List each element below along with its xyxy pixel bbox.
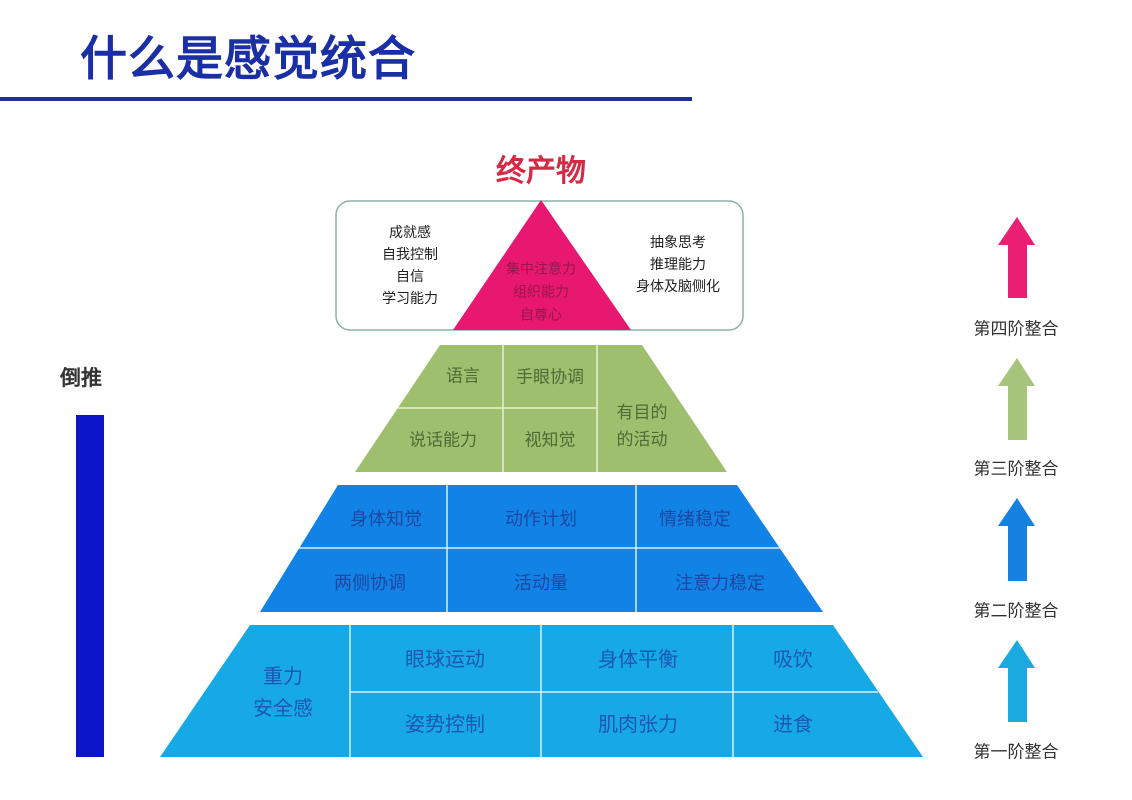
stage-label-four: 第四阶整合 (973, 319, 1059, 340)
list-item: 集中注意力 (506, 261, 576, 278)
final-product-triangle-list: 集中注意力 组织能力 自尊心 (506, 259, 576, 328)
cell-line: 安全感 (253, 696, 313, 720)
list-item: 自我控制 (382, 247, 438, 263)
cell-bilateral-coordination: 两侧协调 (334, 573, 406, 594)
cell-attention-stability: 注意力稳定 (675, 573, 765, 594)
final-product-right-list: 抽象思考 推理能力 身体及脑侧化 (636, 232, 720, 298)
cell-line: 有目的 (616, 403, 668, 423)
list-item: 推理能力 (650, 257, 706, 273)
cell-motor-planning: 动作计划 (505, 509, 577, 530)
list-item: 学习能力 (382, 291, 438, 307)
cell-sucking: 吸饮 (773, 647, 813, 671)
list-item: 自信 (396, 269, 424, 285)
reverse-bar (76, 415, 104, 757)
stage-label-one: 第一阶整合 (973, 742, 1059, 763)
cell-speaking: 说话能力 (409, 430, 477, 451)
reverse-label: 倒推 (60, 366, 102, 390)
cell-hand-eye: 手眼协调 (516, 367, 584, 388)
stage-label-two: 第二阶整合 (973, 601, 1059, 622)
list-item: 组织能力 (513, 284, 569, 301)
cell-gravity-security: 重力 安全感 (253, 660, 313, 724)
cell-muscle-tone: 肌肉张力 (598, 712, 678, 736)
cell-line: 重力 (263, 664, 303, 688)
list-item: 成就感 (389, 225, 431, 241)
cell-purposeful-activity: 有目的 的活动 (617, 400, 668, 454)
cell-eating: 进食 (773, 712, 813, 736)
cell-visual: 视知觉 (524, 430, 576, 451)
arrow-up-icon-stage-two (998, 498, 1035, 581)
list-item: 身体及脑侧化 (636, 279, 720, 295)
title-underline (0, 97, 692, 101)
arrow-up-icon-stage-three (998, 358, 1035, 440)
final-product-left-list: 成就感 自我控制 自信 学习能力 (382, 222, 438, 310)
stage-label-three: 第三阶整合 (973, 459, 1059, 480)
cell-activity-level: 活动量 (514, 573, 568, 594)
apex-triangle (453, 200, 631, 330)
cell-posture-control: 姿势控制 (405, 712, 485, 736)
page-title: 什么是感觉统合 (80, 32, 416, 87)
list-item: 抽象思考 (650, 235, 706, 251)
final-product-label: 终产物 (496, 154, 586, 189)
cell-line: 的活动 (616, 430, 668, 450)
cell-body-perception: 身体知觉 (350, 509, 422, 530)
arrow-up-icon-stage-four (998, 217, 1035, 298)
list-item: 自尊心 (520, 307, 562, 324)
cell-body-balance: 身体平衡 (598, 647, 678, 671)
cell-emotional-stability: 情绪稳定 (659, 509, 731, 530)
arrow-up-icon-stage-one (998, 640, 1035, 722)
cell-eye-movement: 眼球运动 (405, 647, 485, 671)
cell-language: 语言 (446, 366, 480, 387)
